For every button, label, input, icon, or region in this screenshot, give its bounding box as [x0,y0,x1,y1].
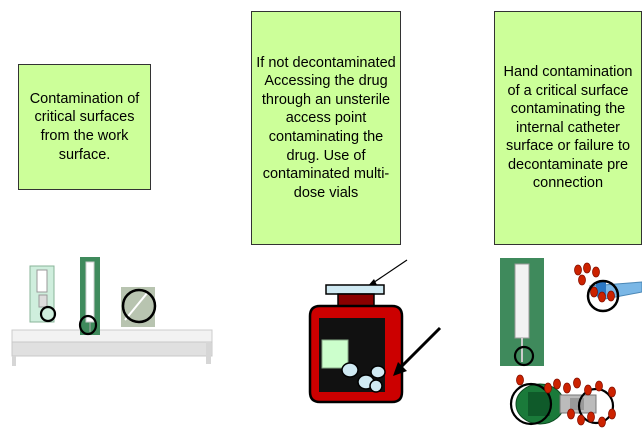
vial-stopper [325,284,385,295]
highlight-circle [39,305,57,323]
highlight-circle [509,382,553,426]
work-surface-group [11,257,213,366]
arrowhead [393,362,407,376]
syringe-image-right [500,258,544,367]
middle-caption-text: If not decontaminated Accessing the drug… [256,54,396,201]
highlight-circle [121,288,157,324]
syringe-image-left [78,257,100,336]
middle-caption-box: If not decontaminated Accessing the drug… [251,11,401,245]
left-caption-box: Contamination of critical surfaces from … [18,64,151,190]
needle-image [121,287,157,327]
catheter-group [500,258,642,428]
iv-bag-illustration [29,265,57,323]
highlight-circle [78,314,98,336]
multi-dose-vial-group [308,259,442,404]
arrow-to-vial-side [394,326,442,374]
right-caption-box: Hand contamination of a critical surface… [494,11,642,245]
left-caption-text: Contamination of critical surfaces from … [29,90,140,163]
vial-label-panel [321,339,349,369]
right-caption-text: Hand contamination of a critical surface… [503,63,633,192]
contaminant-droplets [341,362,386,393]
catheter-hub-image [574,262,642,313]
bacteria-cluster [574,262,615,303]
work-table-illustration [11,329,213,366]
highlight-circle [586,279,620,313]
highlight-circle [513,345,535,367]
bacteria-cluster [516,374,616,428]
vial-neck [337,293,375,307]
needleless-connector-image [509,374,616,428]
